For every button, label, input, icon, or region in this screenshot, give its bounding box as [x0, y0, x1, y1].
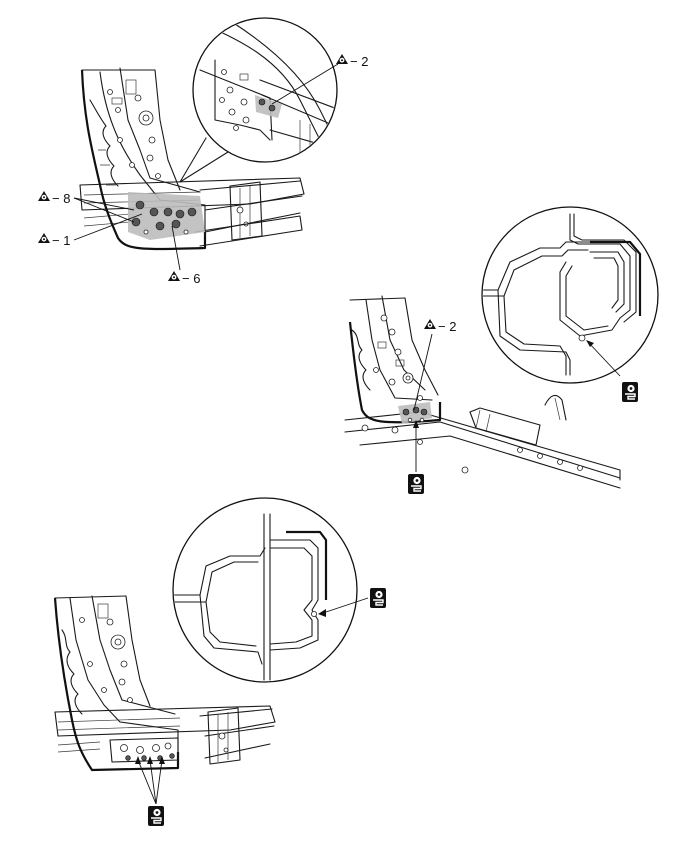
rocker-panel: [79, 177, 305, 247]
label-text: − 2: [438, 319, 456, 334]
weld-area-view2: [398, 402, 432, 424]
label-text: − 1: [52, 233, 70, 248]
center-pillar: [80, 67, 207, 251]
weld-triangle-icon: [38, 233, 50, 243]
center-pillar-view3: [53, 595, 180, 772]
weld-label-2-view2: − 2: [413, 319, 456, 411]
section-magnifier-view2: [481, 206, 659, 384]
sealer-callout-view3-pillar: [135, 756, 165, 827]
weld-triangle-icon: [336, 54, 348, 64]
detail-magnifier-view1: [179, 17, 338, 183]
view-3-pillar-assembly: [53, 497, 387, 827]
center-pillar-view2: [348, 295, 442, 424]
sealer-gun-icon: [407, 473, 425, 495]
sealer-callout-view2-pillar: [407, 420, 425, 495]
sealer-gun-icon: [147, 805, 165, 827]
label-text: − 2: [350, 54, 368, 69]
sealer-callout-view3-section: [318, 587, 387, 617]
sealer-gun-icon: [369, 587, 387, 609]
section-magnifier-view3: [172, 497, 358, 683]
view-1-pillar-assembly: − 2 − 8 − 1 − 6: [38, 17, 368, 286]
weld-label-8: − 8: [38, 191, 135, 223]
view-2-pillar-assembly: − 2: [344, 206, 659, 495]
sealer-callout-view2-section: [586, 340, 639, 403]
sealer-gun-icon: [621, 381, 639, 403]
label-text: − 8: [52, 191, 70, 206]
weld-label-6: − 6: [168, 225, 200, 286]
weld-area-view1: [128, 192, 205, 240]
label-text: − 6: [182, 271, 200, 286]
weld-label-2-view1: − 2: [271, 54, 368, 105]
rocker-panel-view2: [344, 394, 621, 489]
weld-triangle-icon: [424, 319, 436, 329]
weld-triangle-icon: [38, 191, 50, 201]
rocker-panel-view3: [54, 705, 276, 765]
weld-triangle-icon: [168, 271, 180, 281]
weld-label-1: − 1: [38, 213, 143, 248]
